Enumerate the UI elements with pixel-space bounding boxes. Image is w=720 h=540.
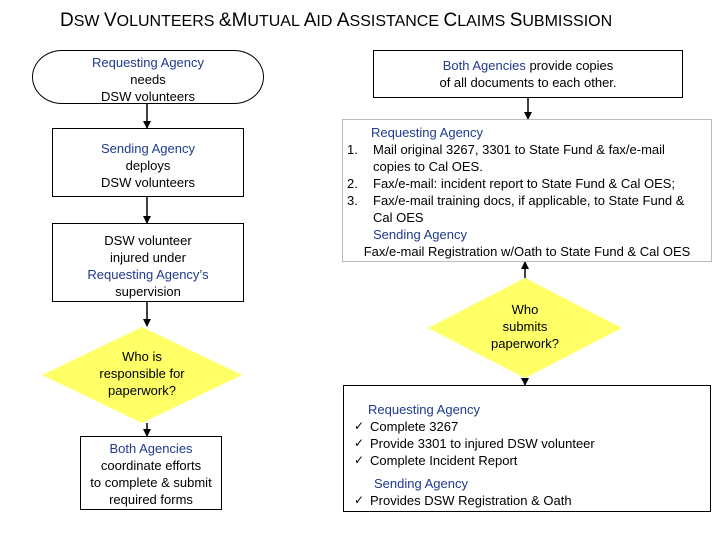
diamond-text: Who [511,302,539,317]
title-part: &M [218,10,248,31]
box-text: DSW volunteer [104,233,192,248]
title-part: S [509,10,523,31]
agency-label: Requesting Agency [368,402,481,417]
agency-label: Both Agencies [442,58,526,73]
step-number: 1. [347,142,358,157]
requesting-agency-box: Requesting Agency needs DSW volunteers [32,50,264,104]
box-text: coordinate efforts [100,458,202,473]
checklist-item: ✓ Complete Incident Report [354,452,710,469]
step-text-cont: Cal OES [373,210,424,225]
box-text: provide copies [525,58,614,73]
box-text: supervision [115,284,181,299]
checklist-text: Complete Incident Report [370,453,518,468]
title-part: C [443,10,458,31]
responsible-diamond-shape [42,327,242,423]
box-text: needs [130,72,166,87]
step-text: Fax/e-mail training docs, if applicable,… [373,193,685,208]
submits-diamond-text: Who submits paperwork? [470,301,580,352]
step-item: 3. Fax/e-mail training docs, if applicab… [347,192,707,209]
step-text: Fax/e-mail: incident report to State Fun… [373,176,676,191]
title-part: LAIMS [457,13,510,30]
checklist-text: Provide 3301 to injured DSW volunteer [370,436,595,451]
box-text: DSW volunteers [101,89,195,104]
agency-label: Requesting Agency [371,125,484,140]
check-icon: ✓ [354,453,365,467]
step-number: 2. [347,176,358,191]
agency-label: Sending Agency [101,141,195,156]
submits-diamond-shape [428,278,622,378]
responsible-diamond-text: Who is responsible for paperwork? [72,348,212,399]
diamond-text: Who is [122,349,162,364]
check-icon: ✓ [354,493,365,507]
step-text-cont: copies to Cal OES. [373,159,483,174]
checklist-item: ✓ Provide 3301 to injured DSW volunteer [354,435,710,452]
box-text: to complete & submit [90,475,212,490]
title-part: OLUNTEERS [116,13,219,30]
box-text: deploys [125,158,171,173]
both-agencies-coordinate-box: Both Agencies coordinate efforts to comp… [80,436,222,510]
agency-label: Requesting Agency’s [87,267,209,282]
title-part: UBMISSION [522,13,613,30]
agency-label: Sending Agency [373,227,467,242]
step-item: 2. Fax/e-mail: incident report to State … [347,175,707,192]
box-text: DSW volunteers [101,175,195,190]
injured-volunteer-box: DSW volunteer injured under Requesting A… [52,223,244,302]
title-part: A [303,10,317,31]
title-part: A [336,10,350,31]
box-text: required forms [109,492,193,507]
check-icon: ✓ [354,436,365,450]
step-item: 1. Mail original 3267, 3301 to State Fun… [347,141,707,158]
agency-label: Requesting Agency [91,55,205,70]
responsibility-checklist-box: Requesting Agency ✓ Complete 3267 ✓ Provid… [343,385,711,512]
agency-label: Both Agencies [109,441,193,456]
sending-agency-box: Sending Agency deploys DSW volunteers [52,128,244,197]
title-part: SSISTANCE [349,13,444,30]
checklist-item: ✓ Complete 3267 [354,418,710,435]
diamond-text: paperwork? [491,336,559,351]
title-part: SW [73,13,104,30]
title-part: UTUAL [247,13,304,30]
step-number: 3. [347,193,358,208]
checklist-item: ✓ Provides DSW Registration & Oath [354,492,710,509]
diamond-text: submits [502,319,548,334]
both-agencies-copies-box: Both Agencies provide copies of all docu… [373,50,683,98]
box-text: injured under [110,250,186,265]
diamond-text: responsible for [99,366,185,381]
diamond-text: paperwork? [108,383,176,398]
box-text: of all documents to each other. [439,75,617,90]
page-title: DSW VOLUNTEERS &MUTUAL AID ASSISTANCE CL… [60,10,680,32]
step-text: Mail original 3267, 3301 to State Fund &… [373,142,665,157]
step-text: Fax/e-mail Registration w/Oath to State … [363,244,691,259]
check-icon: ✓ [354,419,365,433]
title-part: D [60,10,74,31]
submission-steps-panel: Requesting Agency 1. Mail original 3267,… [342,119,712,262]
title-part: ID [316,13,337,30]
title-part: V [103,10,117,31]
checklist-text: Provides DSW Registration & Oath [370,493,572,508]
agency-label: Sending Agency [374,476,468,491]
checklist-text: Complete 3267 [370,419,459,434]
